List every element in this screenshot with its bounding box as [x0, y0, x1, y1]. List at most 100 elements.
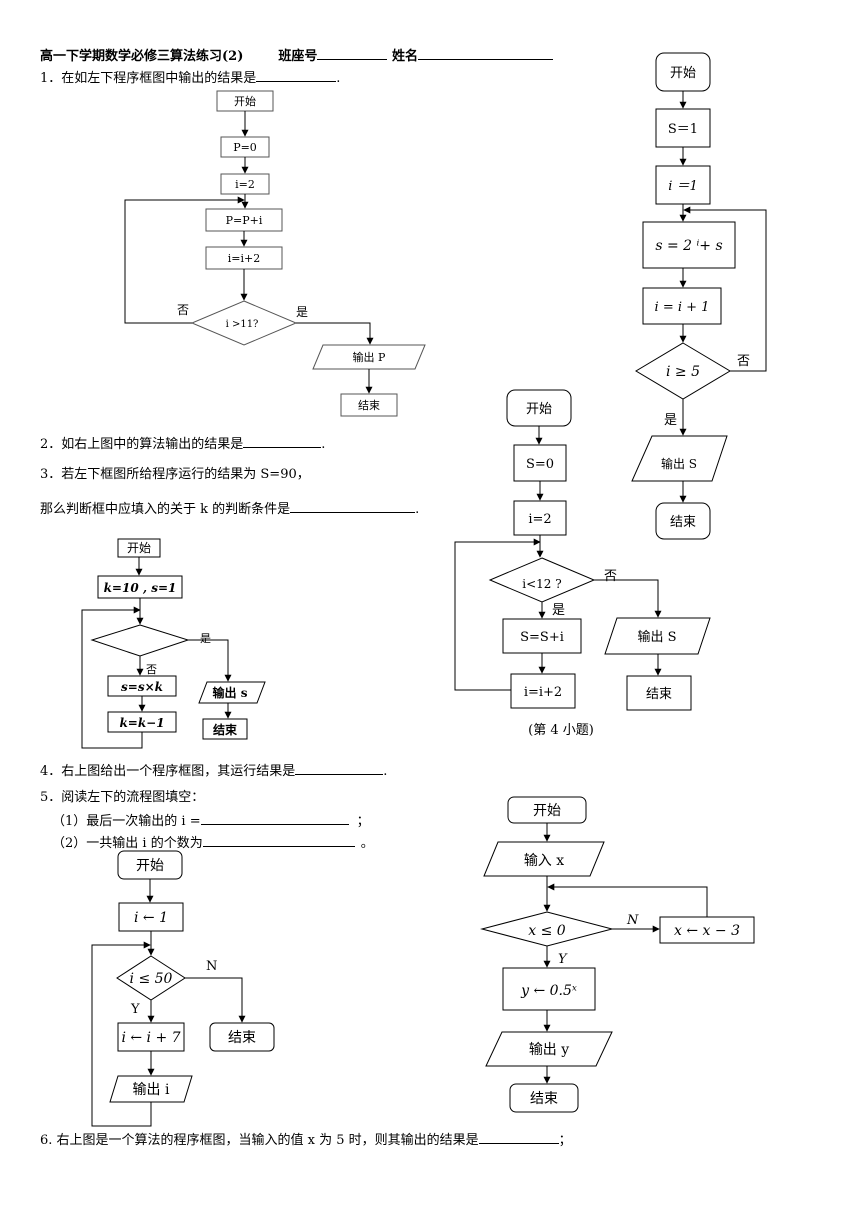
flow4-end-box	[626, 675, 692, 711]
answer-blank-4[interactable]	[295, 762, 384, 775]
question-2-text: 2．如右上图中的算法输出的结果是	[40, 437, 244, 452]
flow3-dec-label: k=k−1	[119, 716, 164, 730]
flow1-output-label: 输出 P	[353, 350, 386, 364]
flow2-i1-box	[655, 165, 711, 205]
flow5-init-box	[118, 902, 184, 932]
flow2-update-s-label: s = 2 ⁱ+ s	[655, 238, 722, 254]
flow6-output-label: 输出 y	[529, 1042, 569, 1058]
flow4-i2-label: i=2	[528, 512, 551, 527]
flow4-caption: (第 4 小题)	[528, 723, 594, 738]
flow6-assign-label: y ← 0.5ˣ	[520, 983, 577, 999]
flowchart-q6: 开始 输入 x x ≤ 0 N x ← x − 3 Y y ← 0.5ˣ 输出 …	[480, 796, 755, 1113]
name-label: 姓名	[391, 49, 418, 64]
flow4-end-label: 结束	[646, 687, 672, 702]
flow3-mult-label: s=s×k	[121, 680, 163, 694]
flow5-yes-label: Y	[130, 1002, 140, 1017]
flow2-s1-box	[655, 108, 711, 148]
question-5-part1-text: （1）最后一次输出的 i =	[52, 814, 201, 829]
answer-blank-6[interactable]	[478, 1131, 559, 1144]
flow2-output-label: 输出 S	[661, 456, 697, 471]
flow5-start-label: 开始	[136, 858, 164, 874]
flow4-output-box	[604, 617, 711, 655]
question-3-line2: 那么判断框中应填入的关于 k 的判断条件是.	[40, 500, 419, 518]
question-5-part2: （2）一共输出 i 的个数为。	[52, 834, 374, 852]
flow3-condition-diamond	[90, 624, 190, 657]
flow4-ii-box	[510, 673, 576, 709]
flow3-yes-label: 是	[200, 632, 211, 645]
flow5-output-label: 输出 i	[133, 1082, 170, 1098]
flow4-s0-box	[513, 444, 567, 482]
flow5-end-box	[209, 1022, 275, 1052]
flow1-ii-label: i=i+2	[228, 252, 260, 265]
question-5-title: 5．阅读左下的流程图填空：	[40, 790, 205, 805]
flow4-ss-label: S=S+i	[520, 630, 564, 645]
flow2-condition-label: i ≥ 5	[666, 364, 700, 380]
flow2-end-box	[655, 502, 711, 540]
question-5-part2-text: （2）一共输出 i 的个数为	[52, 836, 203, 851]
flow3-end-box	[202, 718, 248, 740]
flow6-end-label: 结束	[530, 1091, 558, 1107]
question-6-text: 6. 右上图是一个算法的程序框图，当输入的值 x 为 5 时，则其输出的结果是	[40, 1133, 479, 1148]
flow6-condition-label: x ≤ 0	[528, 923, 566, 939]
name-blank[interactable]	[417, 47, 553, 60]
flowchart-q5: 开始 i ← 1 i ≤ 50 N Y i ← i + 7 输出 i 结束	[91, 850, 275, 1127]
flow6-input-box	[483, 841, 605, 877]
flow6-assign-box	[502, 967, 596, 1011]
flow1-end-box	[340, 393, 398, 417]
question-4-text: 4．右上图给出一个程序框图，其运行结果是	[40, 764, 296, 779]
flow1-condition-label: i >11?	[226, 319, 259, 330]
worksheet-title: 高一下学期数学必修三算法练习(2)	[40, 49, 244, 64]
flow2-no-label: 否	[737, 354, 750, 369]
question-1-end: .	[336, 71, 341, 86]
flow3-end-label: 结束	[213, 722, 238, 737]
flow3-no-label: 否	[146, 663, 157, 676]
flow4-condition-label: i<12 ?	[522, 577, 561, 591]
flowchart-q4: 开始 S=0 i=2 i<12 ? 否 是 S=S+i i=i+2 输出 S 结…	[454, 389, 711, 738]
flow2-update-i-box	[642, 287, 722, 325]
flow2-yes-label: 是	[664, 413, 677, 428]
flow6-update-box	[659, 916, 755, 944]
question-3-end: .	[415, 502, 420, 517]
question-1-text: 1．在如左下程序框图中输出的结果是	[40, 71, 257, 86]
flow6-start-label: 开始	[533, 803, 561, 819]
class-seat-blank[interactable]	[317, 47, 388, 60]
flow4-no-label: 否	[604, 569, 617, 584]
flow1-start-label: 开始	[234, 94, 256, 108]
flowchart-q2: 开始 S＝1 i ＝1 s = 2 ⁱ+ s i = i + 1 i ≥ 5 否…	[631, 52, 767, 540]
flow3-init-label: k=10 , s=1	[104, 581, 177, 595]
flow6-no-label: N	[626, 913, 639, 928]
class-seat-label: 班座号	[278, 49, 318, 64]
flow3-output-label: 输出 s	[213, 685, 248, 700]
flow1-output-box	[312, 344, 426, 370]
flow5-end-label: 结束	[228, 1030, 256, 1046]
page-title: 高一下学期数学必修三算法练习(2) 班座号 姓名	[40, 47, 553, 65]
answer-blank-2[interactable]	[243, 435, 322, 448]
flow4-ss-box	[502, 618, 582, 654]
flow5-update-box	[117, 1022, 185, 1052]
question-6: 6. 右上图是一个算法的程序框图，当输入的值 x 为 5 时，则其输出的结果是 ；	[40, 1131, 572, 1149]
flow1-i2-label: i=2	[235, 178, 255, 191]
answer-blank-1[interactable]	[256, 69, 337, 82]
flow5-condition-label: i ≤ 50	[130, 971, 173, 987]
flow4-start-label: 开始	[526, 402, 552, 417]
flow3-output-box	[198, 681, 266, 704]
question-5-part1: （1）最后一次输出的 i =；	[52, 812, 370, 830]
flow3-start-label: 开始	[127, 541, 151, 555]
answer-blank-3[interactable]	[290, 500, 416, 513]
answer-blank-5a[interactable]	[200, 812, 349, 825]
flow2-s1-label: S＝1	[668, 122, 698, 137]
flow6-yes-label: Y	[558, 952, 568, 967]
flow1-condition-diamond	[190, 300, 298, 346]
flow5-no-label: N	[206, 959, 217, 974]
answer-blank-5b[interactable]	[202, 834, 355, 847]
flow2-update-i-label: i = i + 1	[655, 300, 710, 315]
flow1-p0-label: P=0	[233, 141, 257, 154]
question-4: 4．右上图给出一个程序框图，其运行结果是.	[40, 762, 387, 780]
flow2-output-box	[631, 435, 728, 482]
flowchart-q3: 开始 k=10 , s=1 是 否 s=s×k k=k−1 输出 s 结束	[81, 538, 266, 749]
question-6-end: ；	[558, 1133, 572, 1148]
question-4-end: .	[383, 764, 388, 779]
flow2-i1-label: i ＝1	[668, 179, 698, 194]
flow2-end-label: 结束	[670, 515, 696, 530]
